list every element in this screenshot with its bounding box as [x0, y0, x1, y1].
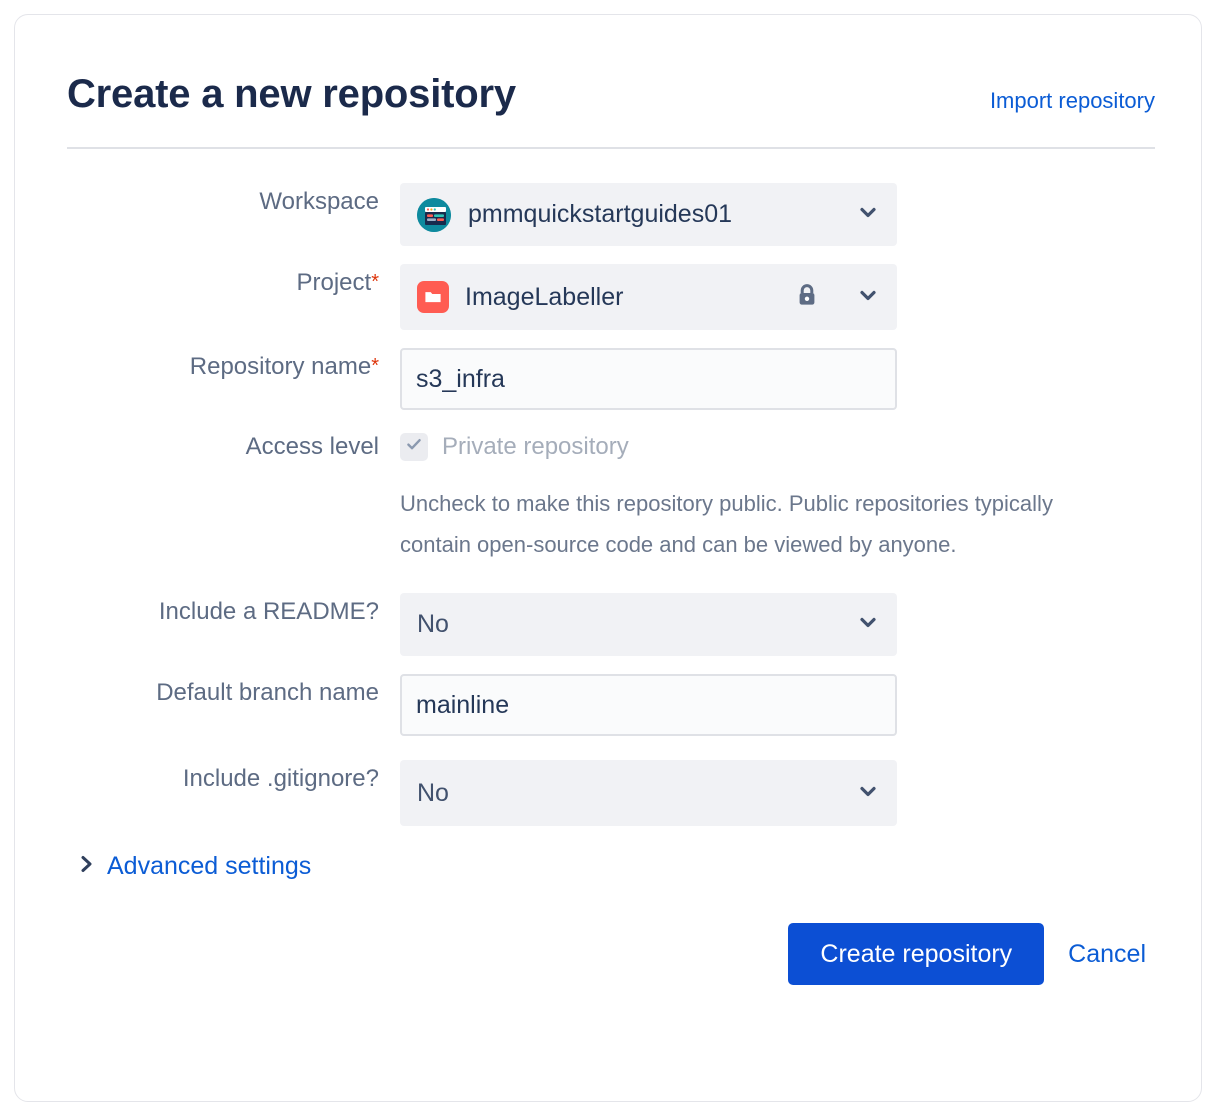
project-field: ImageLabeller [400, 264, 1155, 330]
default-branch-name-input[interactable] [400, 674, 897, 736]
repository-name-required-marker: * [371, 355, 379, 377]
private-repository-checkbox-row[interactable]: Private repository [400, 428, 1155, 465]
include-readme-selected-value: No [417, 610, 449, 638]
project-selected-value: ImageLabeller [465, 282, 624, 311]
card-header: Create a new repository Import repositor… [67, 71, 1155, 117]
access-level-field: Private repository Uncheck to make this … [400, 428, 1155, 565]
form-actions: Create repository Cancel [67, 923, 1155, 985]
chevron-right-icon [79, 853, 95, 880]
default-branch-name-label-text: Default branch name [156, 679, 379, 706]
project-folder-icon [417, 281, 449, 313]
create-repository-card: Create a new repository Import repositor… [14, 14, 1202, 1102]
private-repository-checkbox[interactable] [400, 432, 428, 461]
access-level-label: Access level [67, 428, 400, 465]
include-gitignore-label-text: Include .gitignore? [182, 765, 379, 792]
include-gitignore-select[interactable]: No [400, 760, 897, 826]
include-gitignore-selected-value: No [417, 778, 449, 807]
repository-name-field [400, 348, 1155, 410]
include-readme-label: Include a README? [67, 593, 400, 630]
access-level-help-text: Uncheck to make this repository public. … [400, 491, 1053, 557]
include-gitignore-label: Include .gitignore? [67, 760, 400, 797]
project-row: Project* ImageLabeller [67, 264, 1155, 330]
project-required-marker: * [371, 271, 379, 293]
include-readme-field: No [400, 593, 1155, 656]
chevron-down-icon[interactable] [856, 200, 880, 229]
workspace-select[interactable]: pmmquickstartguides01 [400, 183, 897, 246]
chevron-down-icon[interactable] [856, 779, 880, 808]
include-gitignore-row: Include .gitignore? No [67, 760, 1155, 826]
advanced-settings-toggle[interactable]: Advanced settings [79, 852, 1155, 881]
import-repository-link[interactable]: Import repository [989, 88, 1155, 113]
chevron-down-icon[interactable] [856, 283, 880, 312]
create-repository-form: Workspace [67, 149, 1155, 985]
project-select[interactable]: ImageLabeller [400, 264, 897, 330]
create-repository-button[interactable]: Create repository [788, 923, 1045, 985]
repository-name-row: Repository name* [67, 348, 1155, 410]
project-label: Project* [67, 264, 400, 301]
workspace-row: Workspace [67, 183, 1155, 246]
header-divider [67, 147, 1155, 149]
checkmark-icon [404, 434, 424, 459]
access-level-label-text: Access level [245, 433, 379, 460]
workspace-field: pmmquickstartguides01 [400, 183, 1155, 246]
workspace-label: Workspace [67, 183, 400, 220]
access-level-row: Access level Private repository [67, 428, 1155, 565]
page-title: Create a new repository [67, 72, 516, 116]
workspace-label-text: Workspace [259, 188, 379, 215]
project-label-text: Project [296, 269, 372, 296]
default-branch-name-label: Default branch name [67, 674, 400, 711]
cancel-button[interactable]: Cancel [1064, 940, 1150, 969]
workspace-selected-value: pmmquickstartguides01 [468, 200, 733, 228]
repository-name-label: Repository name* [67, 348, 400, 385]
advanced-settings-label: Advanced settings [107, 852, 312, 880]
include-readme-row: Include a README? No [67, 593, 1155, 656]
include-readme-label-text: Include a README? [158, 598, 379, 625]
lock-icon [792, 280, 822, 315]
private-repository-checkbox-label: Private repository [442, 432, 629, 460]
default-branch-name-field [400, 674, 1155, 736]
include-readme-select[interactable]: No [400, 593, 897, 656]
workspace-avatar-icon [417, 197, 451, 232]
chevron-down-icon[interactable] [856, 610, 880, 639]
include-gitignore-field: No [400, 760, 1155, 826]
default-branch-name-row: Default branch name [67, 674, 1155, 736]
repository-name-input[interactable] [400, 348, 897, 410]
repository-name-label-text: Repository name [189, 353, 372, 380]
